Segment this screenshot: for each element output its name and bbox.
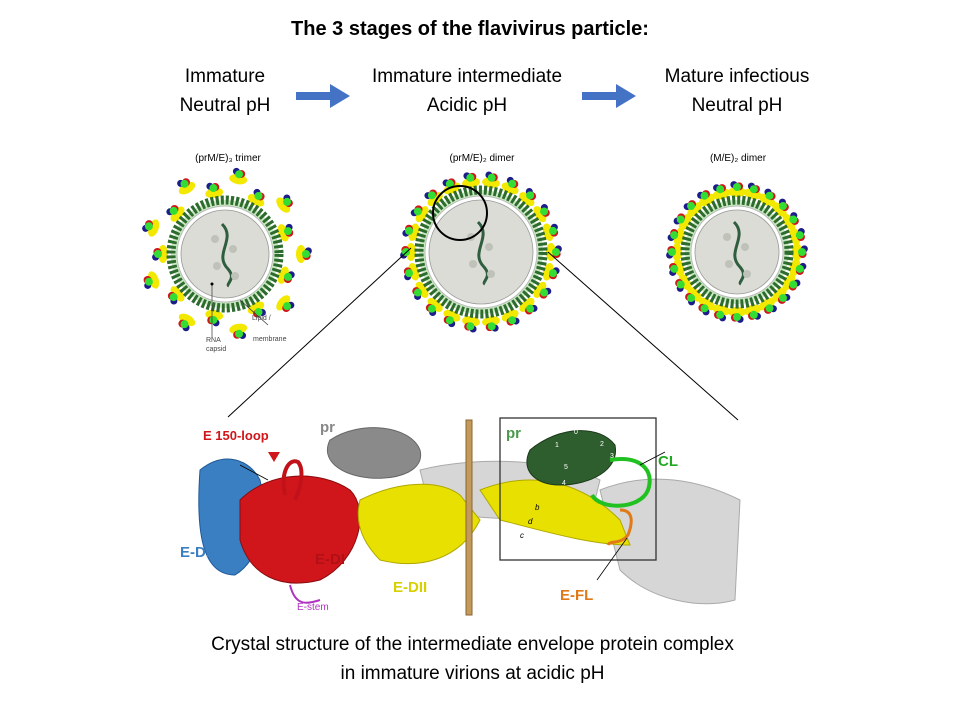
edi-domain — [239, 475, 361, 584]
edi-label: E-DI — [315, 551, 345, 568]
virion-mature — [666, 181, 808, 323]
pr-strand-label: 5 — [564, 464, 568, 471]
rna-helix — [220, 222, 233, 288]
estem — [289, 584, 321, 604]
pr-left-gray — [327, 427, 422, 479]
pr-strand-label: 3 — [610, 453, 614, 460]
pr-right-label: pr — [506, 425, 521, 442]
protein-structure — [198, 417, 741, 616]
strand-label: c — [520, 531, 524, 540]
zoom-line-left — [227, 247, 412, 418]
zoom-line-right — [547, 251, 739, 421]
strand-label: d — [528, 517, 533, 526]
edii-label: E-DII — [393, 579, 427, 596]
pr-strand-label: 0 — [574, 429, 578, 436]
strand-label: b — [535, 503, 540, 512]
form-label-dimer: (prM/E)₂ dimer — [449, 153, 515, 164]
stage-immature: Immature Neutral pH — [95, 62, 355, 120]
form-label-mature-dimer: (M/E)₂ dimer — [709, 153, 767, 164]
rna-label: RNA — [206, 337, 221, 344]
edii-right-domain — [479, 479, 631, 546]
pr-strand-label: 4 — [562, 480, 566, 487]
virion-immature — [142, 167, 312, 340]
edii-domain — [357, 483, 481, 565]
cl-loop — [590, 457, 652, 508]
e150-loop — [281, 459, 304, 501]
zoom-circle — [432, 185, 488, 241]
caption-line: Crystal structure of the intermediate en… — [211, 634, 734, 655]
pr-left-label: pr — [320, 419, 335, 436]
estem-label: E-stem — [297, 602, 329, 613]
stage-mature: Mature infectious Neutral pH — [607, 62, 867, 120]
cl-label: CL — [658, 453, 678, 470]
pr-strand-label: 2 — [600, 441, 604, 448]
efl-label: E-FL — [560, 587, 593, 604]
pr-strand-label: 1 — [555, 442, 559, 449]
caption: Crystal structure of the intermediate en… — [0, 630, 945, 688]
stage-ph: Neutral pH — [179, 95, 271, 116]
capsid-label: capsid — [206, 346, 226, 353]
ediii-label: E-DIII — [180, 544, 218, 561]
stage-name: Mature infectious — [664, 66, 810, 87]
rna-helix — [732, 220, 745, 286]
slide-title: The 3 stages of the flavivirus particle: — [291, 18, 649, 40]
membrane-bar — [465, 419, 473, 616]
stage-intermediate: Immature intermediate Acidic pH — [337, 62, 597, 120]
rna-helix — [476, 220, 489, 286]
arrow-right-icon — [296, 84, 350, 108]
stage-ph: Neutral pH — [691, 95, 783, 116]
membrane-label: membrane — [253, 336, 287, 343]
virion-intermediate — [400, 171, 562, 333]
pr-right-green — [526, 430, 616, 486]
arrow-right-icon — [582, 84, 636, 108]
stage-ph: Acidic pH — [426, 95, 508, 116]
efl-loop — [606, 508, 633, 546]
stage-name: Immature intermediate — [371, 66, 563, 87]
stage-name: Immature — [184, 66, 266, 87]
e150-loop-label: E 150-loop — [203, 428, 269, 443]
form-label-trimer: (prM/E)₃ trimer — [195, 153, 261, 164]
zoom-box — [499, 417, 657, 561]
caption-line: in immature virions at acidic pH — [340, 663, 605, 684]
lipid-label: Lipid / — [252, 315, 271, 322]
